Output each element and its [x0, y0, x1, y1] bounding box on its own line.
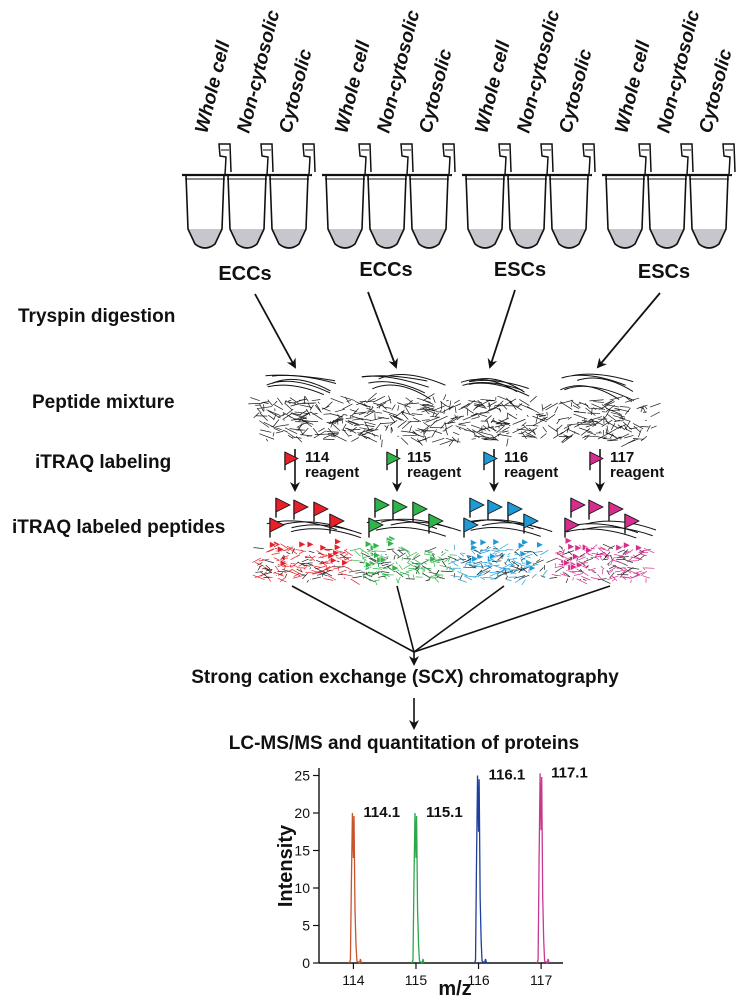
- x-axis-title: m/z: [438, 978, 471, 1000]
- x-tick-label: 116: [467, 972, 490, 988]
- reagent-word: reagent: [610, 464, 664, 481]
- y-tick-label: 0: [302, 955, 310, 971]
- reagent-word: reagent: [504, 464, 558, 481]
- peptide-pile: [545, 373, 661, 448]
- reagent-tag: 117: [610, 449, 634, 466]
- tube: [266, 143, 316, 249]
- y-tick-label: 20: [294, 805, 310, 821]
- peak-line: [348, 812, 363, 965]
- x-ticks: 114 115 116 117: [342, 963, 552, 988]
- reagent-tag: 116: [504, 449, 528, 466]
- tube-label: Whole cell: [471, 38, 514, 135]
- tube-label: Whole cell: [611, 38, 654, 135]
- merge-lines: [291, 585, 611, 730]
- tube: [686, 143, 736, 249]
- y-ticks: 0 5 10 15 20 25: [294, 768, 319, 971]
- tube: [182, 143, 232, 249]
- tube-label: Cytosolic: [695, 47, 736, 135]
- step-itraq-labeling: iTRAQ labeling: [35, 452, 171, 473]
- tube: [602, 143, 652, 249]
- peak-line: [536, 773, 550, 965]
- peak-label: 117.1: [551, 764, 588, 781]
- tube-label: Non-cytosolic: [233, 8, 284, 135]
- reagent-word: reagent: [407, 464, 461, 481]
- labeled-pile: [546, 497, 657, 585]
- tube: [224, 143, 274, 249]
- step-scx-chromatography: Strong cation exchange (SCX) chromatogra…: [191, 667, 619, 688]
- peak: 115.1: [411, 804, 463, 965]
- reagent-flag: [386, 451, 401, 471]
- step-tryspin-digestion: Tryspin digestion: [18, 306, 175, 327]
- step-itraq-labeled-peptides: iTRAQ labeled peptides: [12, 517, 225, 538]
- y-tick-label: 15: [294, 843, 310, 859]
- x-tick-label: 117: [530, 972, 553, 988]
- labeled-pile: [252, 497, 362, 585]
- tube: [322, 143, 372, 249]
- tube: [504, 143, 554, 249]
- tube-label: Whole cell: [191, 38, 234, 135]
- reagent-flag: [589, 451, 604, 471]
- step-peptide-mixture: Peptide mixture: [32, 392, 175, 413]
- y-tick-label: 5: [302, 918, 310, 934]
- tube: [462, 143, 512, 249]
- group-label-1: ECCs: [218, 263, 271, 285]
- peak-line: [411, 812, 425, 965]
- tube-label: Cytosolic: [415, 47, 456, 135]
- y-tick-label: 10: [294, 880, 310, 896]
- y-axis-title: Intensity: [275, 824, 297, 907]
- reagent-flag: [483, 451, 498, 471]
- tube: [364, 143, 414, 249]
- labeled-pile: [447, 497, 553, 586]
- y-tick-label: 25: [294, 768, 310, 784]
- group-label-4: ESCs: [638, 261, 690, 283]
- peak: 114.1: [348, 804, 400, 965]
- labeled-pile: [349, 497, 461, 586]
- peak-label: 116.1: [489, 767, 526, 784]
- step-lcms-quantitation: LC-MS/MS and quantitation of proteins: [229, 733, 579, 754]
- peak-label: 114.1: [363, 804, 400, 821]
- peaks: 114.1 115.1 116.1 117.1: [348, 764, 588, 965]
- peak-label: 115.1: [426, 804, 463, 821]
- peptide-pile: [439, 378, 556, 447]
- tube: [644, 143, 694, 249]
- tube-label: Cytosolic: [275, 47, 316, 135]
- tube-label: Cytosolic: [555, 47, 596, 135]
- peptide-mixtures: [248, 373, 661, 448]
- peak: 117.1: [536, 764, 588, 965]
- tube: [406, 143, 456, 249]
- x-tick-label: 114: [342, 972, 365, 988]
- tube-label: Non-cytosolic: [373, 8, 424, 135]
- sample-tubes: [182, 143, 736, 249]
- labeled-peptides: [252, 497, 657, 586]
- tube-label: Non-cytosolic: [653, 8, 704, 135]
- peak: 116.1: [473, 767, 526, 965]
- reagent-tag: 115: [407, 449, 431, 466]
- peptide-pile: [248, 374, 364, 443]
- tube: [546, 143, 596, 249]
- group-label-2: ECCs: [359, 259, 412, 281]
- tube-label: Non-cytosolic: [513, 8, 564, 135]
- tube-label: Whole cell: [331, 38, 374, 135]
- reagent-flag: [284, 451, 299, 471]
- peak-line: [473, 775, 488, 965]
- reagent-word: reagent: [305, 464, 359, 481]
- x-tick-label: 115: [405, 972, 428, 988]
- group-label-3: ESCs: [494, 259, 546, 281]
- reagent-tag: 114: [305, 449, 330, 466]
- digestion-arrows: [254, 289, 661, 369]
- peptide-pile: [346, 374, 465, 448]
